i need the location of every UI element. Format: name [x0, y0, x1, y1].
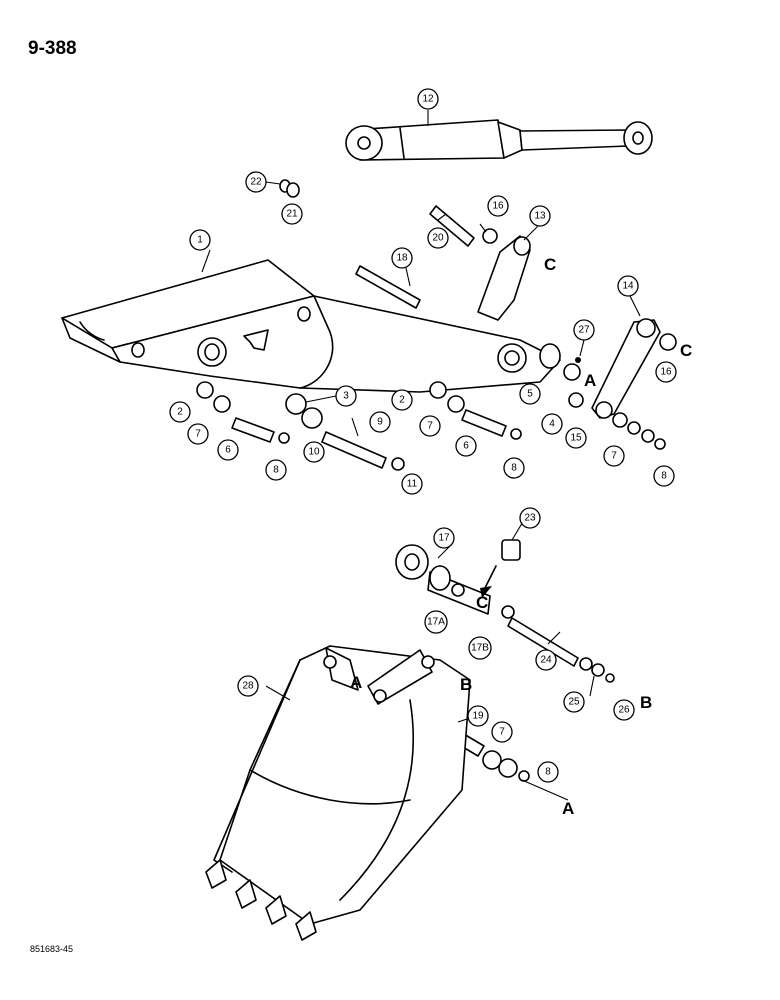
ref-letter-c: C — [680, 341, 692, 360]
callout-16b: 16 — [655, 361, 677, 383]
callout-2a: 2 — [169, 401, 191, 423]
callout-18: 18 — [391, 247, 413, 269]
bucket — [205, 645, 471, 941]
callouts: 12 22 21 20 16 13 1 18 14 27 16 5 3 2 2 … — [169, 88, 677, 783]
callout-21: 21 — [281, 203, 303, 225]
svg-text:15: 15 — [570, 433, 582, 444]
callout-2b: 2 — [391, 389, 413, 411]
callout-17a: 17A — [424, 610, 448, 634]
callout-19: 19 — [467, 705, 489, 727]
callout-17b: 17B — [468, 636, 492, 660]
callout-11: 11 — [401, 473, 423, 495]
ref-letter-a: A — [350, 673, 362, 692]
figure-code: 851683-45 — [30, 944, 74, 954]
svg-text:17B: 17B — [471, 643, 489, 654]
callout-14: 14 — [617, 275, 639, 297]
svg-text:8: 8 — [545, 767, 551, 778]
bucket-coupler — [395, 544, 497, 615]
callout-8b: 8 — [503, 457, 525, 479]
svg-text:7: 7 — [499, 727, 505, 738]
callout-8d: 8 — [537, 761, 559, 783]
dipper-arm — [61, 259, 561, 393]
svg-text:4: 4 — [549, 419, 555, 430]
callout-26: 26 — [613, 699, 635, 721]
reference-letters: C C C A A A B B — [350, 255, 692, 818]
callout-12: 12 — [417, 88, 439, 110]
callout-4: 4 — [541, 413, 563, 435]
svg-text:3: 3 — [343, 391, 349, 402]
svg-text:7: 7 — [195, 429, 201, 440]
callout-6a: 6 — [217, 439, 239, 461]
svg-text:16: 16 — [492, 201, 504, 212]
svg-text:26: 26 — [618, 705, 630, 716]
ref-letter-c: C — [476, 593, 488, 612]
svg-text:12: 12 — [422, 94, 434, 105]
callout-1: 1 — [189, 229, 211, 251]
callout-7b: 7 — [419, 415, 441, 437]
svg-text:23: 23 — [524, 513, 536, 524]
svg-text:28: 28 — [242, 681, 254, 692]
callout-7c: 7 — [603, 445, 625, 467]
svg-text:14: 14 — [622, 281, 634, 292]
callout-15: 15 — [565, 427, 587, 449]
callout-17: 17 — [433, 527, 455, 549]
link-14 — [591, 318, 661, 419]
svg-text:13: 13 — [534, 211, 546, 222]
callout-28: 28 — [237, 675, 259, 697]
callout-8c: 8 — [653, 465, 675, 487]
callout-24: 24 — [535, 649, 557, 671]
callout-27: 27 — [573, 319, 595, 341]
page-number: 9-388 — [28, 38, 77, 59]
svg-text:24: 24 — [540, 655, 552, 666]
washers-and-bushings — [196, 179, 677, 782]
callout-7d: 7 — [491, 721, 513, 743]
callout-20: 20 — [427, 227, 449, 249]
bucket-cylinder — [345, 119, 653, 161]
callout-8a: 8 — [265, 459, 287, 481]
svg-text:19: 19 — [472, 711, 484, 722]
svg-text:6: 6 — [463, 441, 469, 452]
svg-text:27: 27 — [578, 325, 590, 336]
svg-text:25: 25 — [568, 697, 580, 708]
svg-text:10: 10 — [308, 447, 320, 458]
callout-22: 22 — [245, 171, 267, 193]
callout-23: 23 — [519, 507, 541, 529]
svg-text:17: 17 — [438, 533, 450, 544]
svg-text:8: 8 — [661, 471, 667, 482]
svg-text:1: 1 — [197, 235, 203, 246]
svg-text:11: 11 — [407, 479, 418, 490]
svg-text:21: 21 — [286, 209, 298, 220]
svg-text:22: 22 — [250, 177, 262, 188]
svg-text:18: 18 — [396, 253, 408, 264]
callout-25: 25 — [563, 691, 585, 713]
svg-text:6: 6 — [225, 445, 231, 456]
svg-text:5: 5 — [527, 389, 533, 400]
callout-3: 3 — [335, 385, 357, 407]
ref-letter-b: B — [460, 675, 472, 694]
svg-text:9: 9 — [377, 417, 383, 428]
svg-text:7: 7 — [611, 451, 617, 462]
callout-13: 13 — [529, 205, 551, 227]
svg-text:2: 2 — [177, 407, 183, 418]
ref-letter-a: A — [584, 371, 596, 390]
ref-letter-b: B — [640, 693, 652, 712]
callout-7a: 7 — [187, 423, 209, 445]
callout-6b: 6 — [455, 435, 477, 457]
callout-9: 9 — [369, 411, 391, 433]
svg-text:20: 20 — [432, 233, 444, 244]
callout-10: 10 — [303, 441, 325, 463]
svg-text:2: 2 — [399, 395, 405, 406]
callout-16a: 16 — [487, 195, 509, 217]
svg-text:16: 16 — [660, 367, 672, 378]
svg-text:8: 8 — [273, 465, 279, 476]
ref-letter-c: C — [544, 255, 556, 274]
svg-text:7: 7 — [427, 421, 433, 432]
svg-text:17A: 17A — [427, 617, 445, 628]
ref-letter-a: A — [562, 799, 574, 818]
link-13 — [477, 235, 531, 321]
svg-text:8: 8 — [511, 463, 517, 474]
callout-5: 5 — [519, 383, 541, 405]
